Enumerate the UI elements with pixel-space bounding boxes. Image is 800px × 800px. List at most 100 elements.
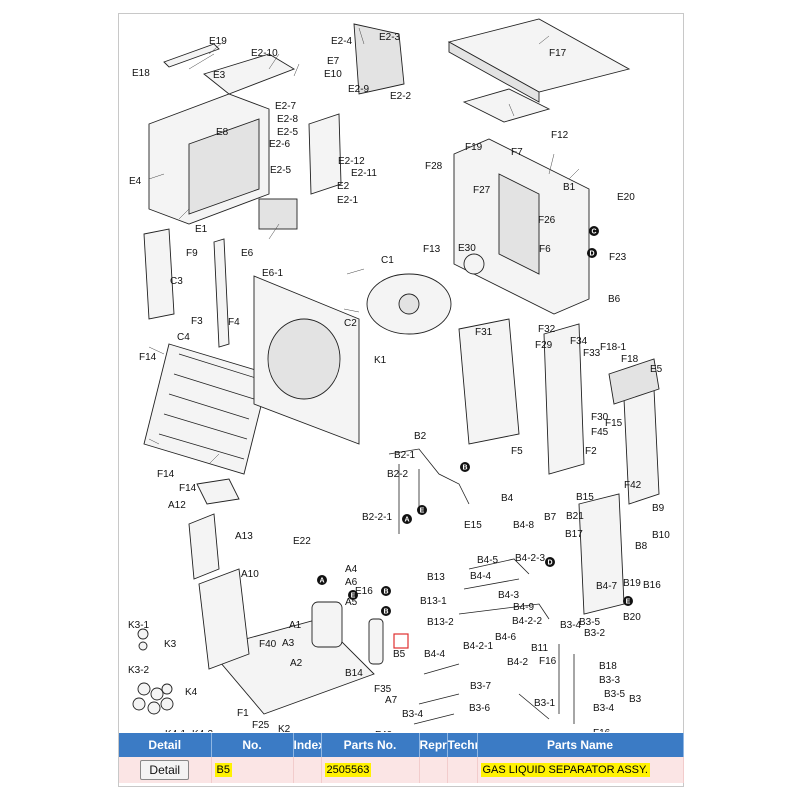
part-label: F17 (549, 48, 567, 59)
part-label: F4 (228, 317, 240, 328)
pipe-marker: B (460, 462, 470, 472)
part-label: F18 (621, 354, 639, 365)
part-label: F42 (624, 480, 642, 491)
part-label: E2-4 (331, 36, 353, 47)
part-label: B13-2 (427, 617, 454, 628)
top-panel-part (447, 18, 631, 93)
part-label: B3-1 (534, 698, 556, 709)
part-label: E7 (327, 56, 340, 67)
repro-cell (419, 757, 448, 783)
part-label: F25 (252, 720, 270, 731)
part-label: A12 (168, 500, 186, 511)
col-header-parts-no: Parts No. (321, 733, 420, 757)
svg-text:C: C (591, 229, 596, 236)
part-label: E2-3 (379, 32, 401, 43)
table-row: Detail B5 2505563 GAS LIQUID SEPARATOR A… (119, 757, 684, 783)
part-label: A4 (345, 564, 358, 575)
col-header-tech: Technical (447, 733, 478, 757)
part-label: F40 (259, 639, 277, 650)
part-label: E2 (337, 181, 350, 192)
part-label: A2 (290, 658, 303, 669)
parts-no-value: 2505563 (324, 763, 372, 777)
part-label: K1 (374, 355, 387, 366)
svg-text:B: B (462, 465, 467, 472)
part-label: A6 (345, 577, 358, 588)
detail-button[interactable]: Detail (140, 760, 190, 780)
part-label: C4 (177, 332, 190, 343)
part-label: B13-1 (420, 596, 447, 607)
part-label: B3-7 (470, 681, 492, 692)
pipe-marker: A (317, 575, 327, 585)
part-label: E15 (464, 520, 482, 531)
part-label: F9 (186, 248, 198, 259)
svg-text:B: B (383, 589, 388, 596)
part-label: F16 (593, 728, 611, 732)
part-label: C3 (170, 276, 183, 287)
part-label: A1 (289, 620, 302, 631)
part-label: E2-7 (275, 101, 297, 112)
part-label: F23 (609, 252, 627, 263)
part-label: F14 (179, 483, 197, 494)
part-label: F5 (511, 446, 523, 457)
part-label: A13 (235, 531, 253, 542)
part-label: B4-2-3 (515, 553, 545, 564)
part-label: E18 (132, 68, 150, 79)
part-label: E5 (650, 364, 663, 375)
part-label: E2-10 (251, 48, 278, 59)
pipe-marker: A (402, 514, 412, 524)
pipe-marker-layer: C D B A E B E A B D E (317, 226, 633, 616)
parts-table: Detail No. Index Parts No. Reprocurement… (119, 733, 684, 783)
part-label: E19 (209, 36, 227, 47)
part-label: B15 (576, 492, 594, 503)
part-label: F16 (539, 656, 557, 667)
part-label: B3-5 (604, 689, 626, 700)
tech-cell (447, 757, 478, 783)
part-label: B3-4 (560, 620, 582, 631)
part-label: B2-2 (387, 469, 409, 480)
part-label: K4 (185, 687, 198, 698)
compressor-part (311, 601, 343, 648)
part-label: B4-9 (513, 602, 535, 613)
pipe-marker: E (348, 590, 358, 600)
part-label: F35 (374, 684, 392, 695)
part-label: F31 (475, 327, 493, 338)
part-label: F6 (539, 244, 551, 255)
parts-name-value: GAS LIQUID SEPARATOR ASSY. (480, 763, 650, 777)
svg-text:D: D (547, 560, 552, 567)
part-label: B6 (608, 294, 621, 305)
part-label: K3-1 (128, 620, 150, 631)
part-label: E10 (324, 69, 342, 80)
index-cell (293, 757, 322, 783)
svg-text:E: E (420, 508, 425, 515)
part-label: B3-4 (593, 703, 615, 714)
part-label: E2-11 (351, 168, 377, 179)
part-label: F33 (583, 348, 601, 359)
part-label: C2 (344, 318, 357, 329)
parts-no-cell: 2505563 (321, 757, 420, 783)
part-label: E2-2 (390, 91, 412, 102)
part-label: B3-6 (469, 703, 491, 714)
part-label: F13 (423, 244, 441, 255)
part-label: B9 (652, 503, 665, 514)
part-label: E3 (213, 70, 226, 81)
part-label: F2 (585, 446, 597, 457)
svg-text:A: A (404, 517, 409, 524)
part-label: B3 (629, 694, 642, 705)
part-label: F19 (465, 142, 483, 153)
svg-text:E: E (626, 599, 631, 606)
part-label: F3 (191, 316, 203, 327)
svg-text:D: D (589, 251, 594, 258)
pipe-marker: B (381, 606, 391, 616)
part-label: B4-4 (424, 649, 446, 660)
part-label: B4-2 (507, 657, 529, 668)
part-label: A5 (345, 597, 358, 608)
part-label: B4 (501, 493, 514, 504)
part-label: B3-2 (584, 628, 606, 639)
part-label: B21 (566, 511, 584, 522)
part-label: E2-12 (338, 156, 365, 167)
pipe-marker: B (381, 586, 391, 596)
part-label: F7 (511, 147, 523, 158)
